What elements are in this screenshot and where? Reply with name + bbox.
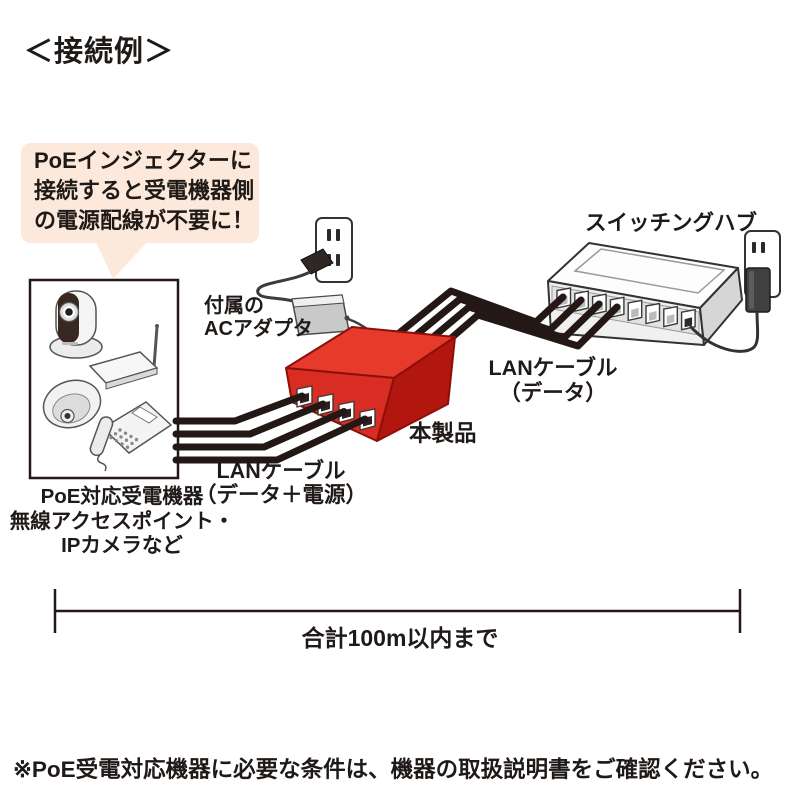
devices-label-line2: 無線アクセスポイント・ — [9, 509, 235, 533]
ac-adapter-label: 付属の ACアダプタ — [204, 295, 313, 341]
lan-left-line1: LANケーブル — [216, 459, 346, 483]
callout-bubble — [21, 143, 259, 279]
wireless-ap-illustration — [88, 324, 159, 390]
dome-camera-illustration — [42, 379, 102, 429]
lan-right-line1: LANケーブル — [488, 356, 618, 380]
footnote: ※PoE受電対応機器に必要な条件は、機器の取扱説明書をご確認ください。 — [13, 757, 774, 782]
ip-phone-illustration — [89, 401, 173, 472]
devices-label-line3: IPカメラなど — [61, 534, 183, 557]
poe-injector-box — [285, 326, 456, 442]
hub-ac-adapter — [745, 267, 771, 313]
distance-measure-line — [53, 589, 742, 633]
lan-cable-powered-label: LANケーブル （データ＋電源） — [171, 459, 391, 507]
hub-label: スイッチングハブ — [585, 211, 758, 235]
power-plug — [256, 248, 334, 303]
poe-devices-label: PoE対応受電機器 無線アクセスポイント・ IPカメラなど — [1, 485, 243, 559]
lan-cables-powered — [172, 392, 369, 464]
ac-adapter-label-line2: ACアダプタ — [204, 318, 313, 340]
callout-line-2: 接続すると受電機器側 — [34, 178, 255, 203]
callout-line-1: PoEインジェクターに — [34, 148, 252, 173]
callout-text: PoEインジェクターに 接続すると受電機器側 の電源配線が不要に！ — [34, 146, 254, 236]
total-distance-label: 合計100m以内まで — [301, 625, 499, 651]
devices-label-line1: PoE対応受電機器 — [40, 485, 204, 508]
callout-line-3: の電源配線が不要に！ — [34, 208, 255, 233]
page-title: ＜接続例＞ — [24, 36, 175, 68]
lan-right-line2: （データ） — [499, 381, 607, 405]
ip-camera-illustration — [49, 290, 103, 359]
lan-left-line2: （データ＋電源） — [194, 483, 367, 507]
lan-cables-data — [394, 287, 621, 350]
ac-adapter-label-line1: 付属の — [204, 295, 264, 317]
product-label: 本製品 — [409, 421, 477, 446]
hub-power-cord — [688, 311, 760, 353]
lan-cable-data-label: LANケーブル （データ） — [448, 356, 658, 406]
